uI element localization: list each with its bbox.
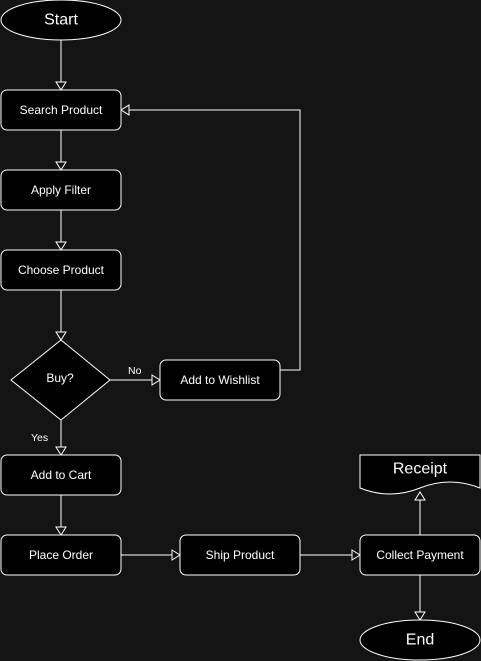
- buy-decision-label: Buy?: [46, 371, 74, 385]
- edge-start-to-search: [55, 40, 67, 91]
- end-node[interactable]: End: [359, 619, 481, 661]
- edge-payment-to-receipt: [414, 491, 426, 535]
- choose-product-label: Choose Product: [18, 263, 105, 277]
- end-node-label: End: [406, 632, 434, 649]
- add-to-cart-label: Add to Cart: [31, 468, 92, 482]
- receipt-document-node[interactable]: Receipt: [359, 454, 481, 495]
- apply-filter-label: Apply Filter: [31, 183, 91, 197]
- search-product-label: Search Product: [20, 103, 103, 117]
- start-node[interactable]: Start: [0, 0, 122, 41]
- start-node-label: Start: [44, 12, 78, 29]
- place-order-label: Place Order: [29, 548, 93, 562]
- collect-payment-label: Collect Payment: [376, 548, 464, 562]
- add-to-wishlist-node[interactable]: Add to Wishlist: [159, 359, 281, 401]
- edges: [55, 40, 426, 621]
- edge-order-to-ship: [121, 549, 181, 561]
- ship-product-label: Ship Product: [206, 548, 275, 562]
- receipt-document-label: Receipt: [393, 461, 448, 478]
- edge-choose-to-buy: [55, 290, 67, 341]
- edge-wishlist-to-search: [120, 104, 301, 371]
- edge-label-no: No: [128, 365, 142, 377]
- add-to-wishlist-label: Add to Wishlist: [180, 373, 260, 387]
- edge-label-yes: Yes: [31, 432, 48, 444]
- choose-product-node[interactable]: Choose Product: [0, 249, 122, 291]
- ship-product-node[interactable]: Ship Product: [179, 534, 301, 576]
- apply-filter-node[interactable]: Apply Filter: [0, 169, 122, 211]
- add-to-cart-node[interactable]: Add to Cart: [0, 454, 122, 496]
- search-product-node[interactable]: Search Product: [0, 89, 122, 131]
- collect-payment-node[interactable]: Collect Payment: [359, 534, 481, 576]
- edge-cart-to-order: [55, 495, 67, 536]
- edge-payment-to-end: [414, 575, 426, 621]
- edge-buy-to-cart: [55, 420, 67, 456]
- edge-buy-to-wishlist: [110, 374, 161, 386]
- buy-decision-node[interactable]: Buy?: [10, 339, 111, 421]
- edge-filter-to-choose: [55, 210, 67, 251]
- place-order-node[interactable]: Place Order: [0, 534, 122, 576]
- edge-search-to-filter: [55, 130, 67, 171]
- edge-ship-to-payment: [300, 549, 361, 561]
